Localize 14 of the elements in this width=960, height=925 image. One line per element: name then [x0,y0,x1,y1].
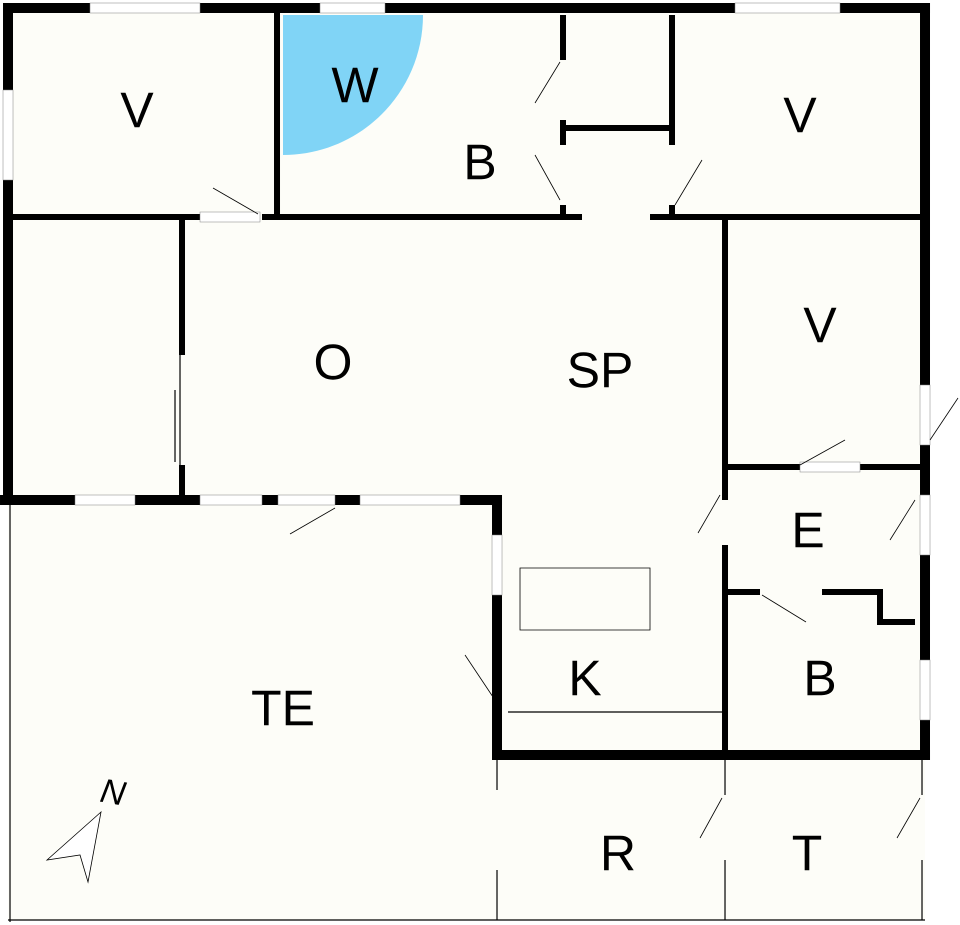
room-label: R [604,836,634,870]
room-label: SP [568,352,631,388]
room-label: O [316,344,350,380]
room-label: B [467,144,494,180]
room-label: V [120,92,154,128]
room-label: W [332,68,378,102]
north-label: N [100,779,128,805]
room-label: V [804,308,836,342]
room-label: K [572,660,602,696]
room-label: T [792,836,822,870]
room-label: V [784,98,816,132]
room-label: TE [252,690,313,726]
room-label: E [795,512,823,548]
room-label: B [807,660,834,696]
